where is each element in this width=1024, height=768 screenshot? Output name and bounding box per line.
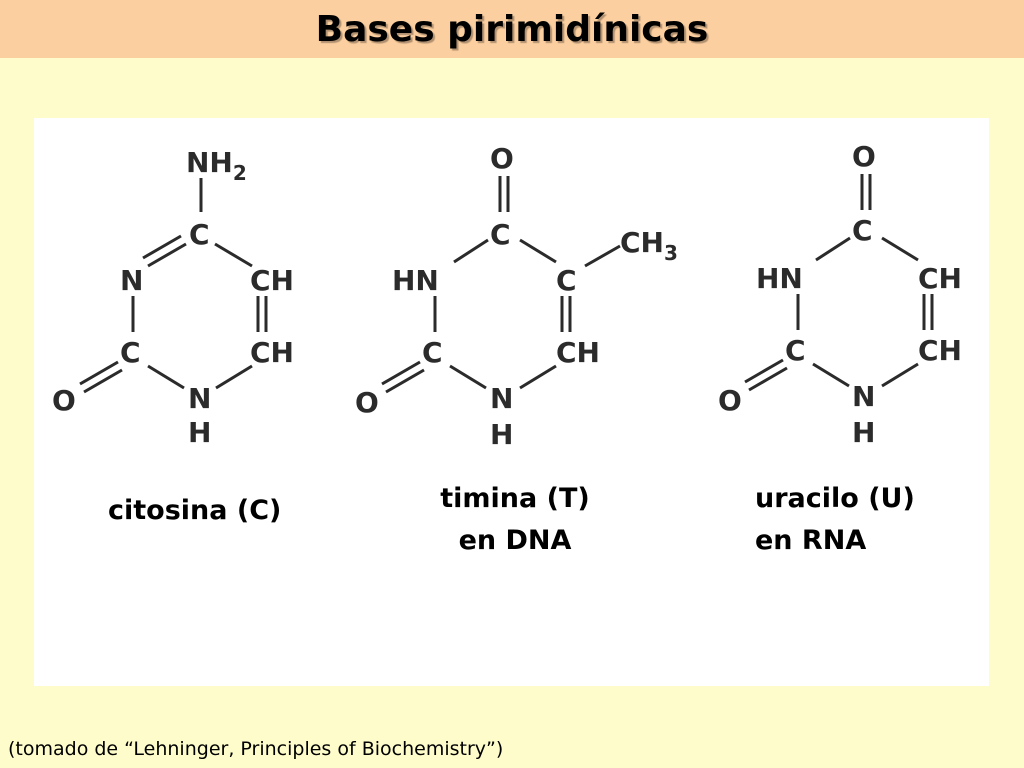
uracil-name: uracilo (U) en RNA bbox=[755, 478, 915, 562]
thymine-c5-label: C bbox=[556, 264, 577, 297]
uracil-c2-label: C bbox=[785, 334, 806, 367]
cytosine-nh2-label: NH2 bbox=[186, 146, 247, 185]
cytosine-h1-label: H bbox=[188, 416, 211, 449]
thymine-bond-c2-o2-a bbox=[381, 360, 421, 386]
cytosine-bond-c4-c5 bbox=[214, 242, 253, 268]
uracil-name-line2: en RNA bbox=[755, 525, 867, 556]
uracil-bond-c2-o2-b bbox=[748, 366, 788, 392]
source-credit: (tomado de “Lehninger, Principles of Bio… bbox=[8, 738, 504, 760]
uracil-bond-c6-n1 bbox=[881, 362, 919, 388]
thymine-c2-label: C bbox=[422, 336, 443, 369]
cytosine-name: citosina (C) bbox=[108, 490, 281, 532]
thymine-structure: O C CH3 HN C C CH O N H bbox=[355, 142, 678, 451]
subscript-digit: 3 bbox=[664, 241, 678, 265]
cytosine-bond-c2-o2-b bbox=[83, 368, 123, 394]
cytosine-structure: NH2 C N CH C CH O N H bbox=[52, 146, 294, 449]
uracil-o2-label: O bbox=[718, 384, 742, 417]
uracil-bond-c4-c5 bbox=[881, 236, 919, 262]
cytosine-bond-c6-n1 bbox=[215, 364, 253, 390]
cytosine-o2-label: O bbox=[52, 384, 76, 417]
thymine-methyl-label: CH3 bbox=[620, 226, 678, 265]
uracil-h1-label: H bbox=[852, 416, 875, 449]
cytosine-c5-label: CH bbox=[250, 264, 294, 297]
uracil-o4-label: O bbox=[852, 140, 876, 173]
uracil-n1-label: N bbox=[852, 380, 875, 413]
uracil-structure: O C HN CH C CH O N H bbox=[718, 140, 962, 449]
thymine-name-line1: timina (T) bbox=[440, 483, 590, 514]
uracil-c4-label: C bbox=[852, 214, 873, 247]
uracil-bond-c4-n3 bbox=[815, 236, 851, 262]
thymine-bond-c2-n1 bbox=[449, 364, 487, 390]
thymine-o2-label: O bbox=[355, 386, 379, 419]
cytosine-n3-label: N bbox=[120, 264, 143, 297]
thymine-bond-c4-n3 bbox=[453, 238, 489, 264]
cytosine-c4-label: C bbox=[189, 218, 210, 251]
uracil-bond-c2-n1 bbox=[812, 362, 850, 388]
uracil-c5-label: CH bbox=[918, 262, 962, 295]
thymine-bond-c4-c5 bbox=[519, 238, 557, 264]
cytosine-bond-c4-n3-b bbox=[142, 234, 182, 260]
subscript-digit: 2 bbox=[233, 161, 247, 185]
cytosine-c2-label: C bbox=[120, 336, 141, 369]
uracil-c6-label: CH bbox=[918, 334, 962, 367]
cytosine-n1-label: N bbox=[188, 382, 211, 415]
cytosine-bond-c2-o2-a bbox=[79, 360, 119, 386]
thymine-bond-c5-methyl bbox=[584, 244, 621, 268]
uracil-n3-label: HN bbox=[756, 262, 803, 295]
page-title: Bases pirimidínicas bbox=[315, 8, 709, 50]
thymine-n1-label: N bbox=[490, 382, 513, 415]
uracil-bond-c2-o2-a bbox=[744, 358, 784, 384]
cytosine-c6-label: CH bbox=[250, 336, 294, 369]
thymine-name: timina (T) en DNA bbox=[430, 478, 600, 562]
uracil-name-line1: uracilo (U) bbox=[755, 483, 915, 514]
cytosine-bond-c2-n1 bbox=[147, 364, 185, 390]
thymine-n3-label: HN bbox=[392, 264, 439, 297]
cytosine-name-line1: citosina (C) bbox=[108, 495, 282, 526]
thymine-bond-c2-o2-b bbox=[385, 368, 425, 394]
cytosine-bond-c4-n3-a bbox=[147, 242, 187, 268]
thymine-c4-label: C bbox=[490, 218, 511, 251]
title-bar: Bases pirimidínicas bbox=[0, 0, 1024, 58]
thymine-h1-label: H bbox=[490, 418, 513, 451]
thymine-bond-c6-n1 bbox=[519, 364, 557, 390]
thymine-c6-label: CH bbox=[556, 336, 600, 369]
thymine-name-line2: en DNA bbox=[458, 525, 572, 556]
thymine-o4-label: O bbox=[490, 142, 514, 175]
structures-panel bbox=[34, 118, 989, 686]
